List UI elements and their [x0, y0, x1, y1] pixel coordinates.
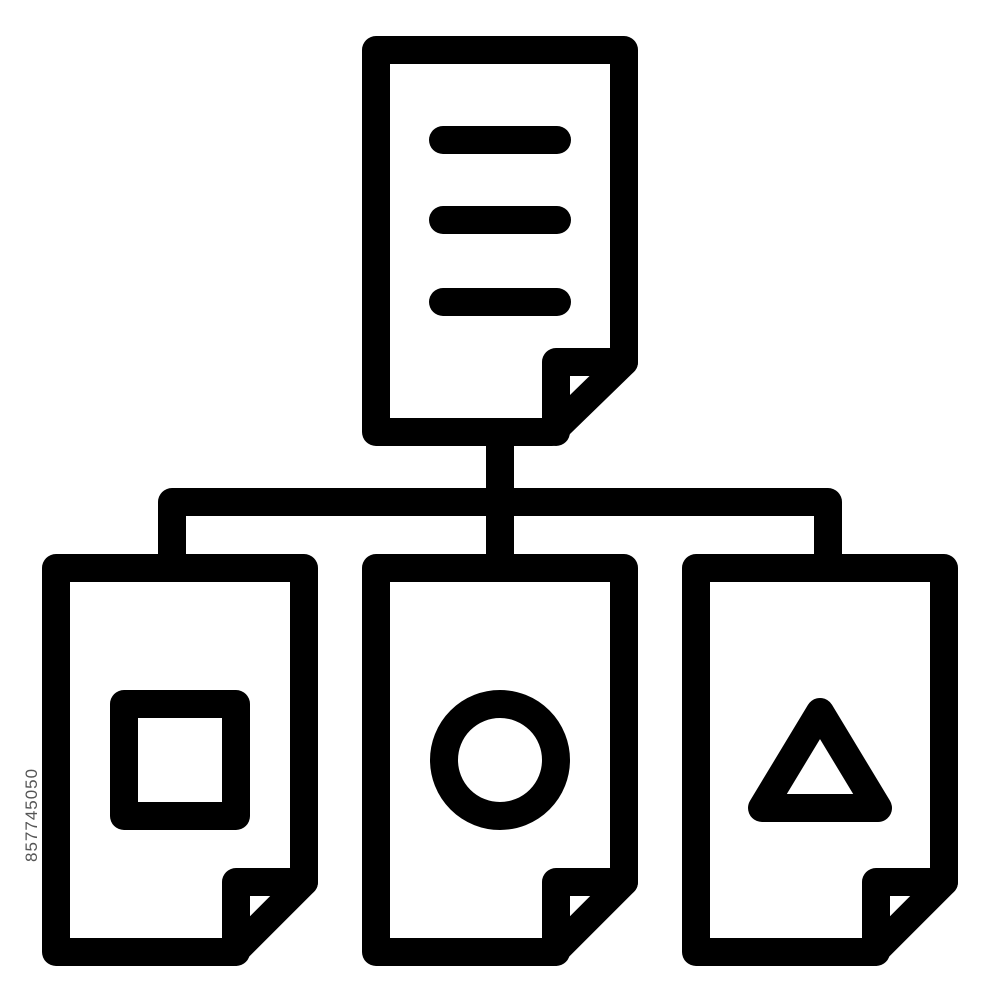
child-document-circle-icon	[362, 554, 638, 966]
parent-document-icon	[362, 36, 638, 446]
stock-id-watermark: 857745050	[22, 767, 41, 862]
connector-lines	[158, 418, 842, 582]
child-document-triangle-icon	[682, 554, 958, 966]
child-document-square-icon	[42, 554, 318, 966]
square-shape	[110, 690, 250, 830]
circle-shape	[430, 690, 570, 830]
triangle-shape	[748, 698, 892, 822]
